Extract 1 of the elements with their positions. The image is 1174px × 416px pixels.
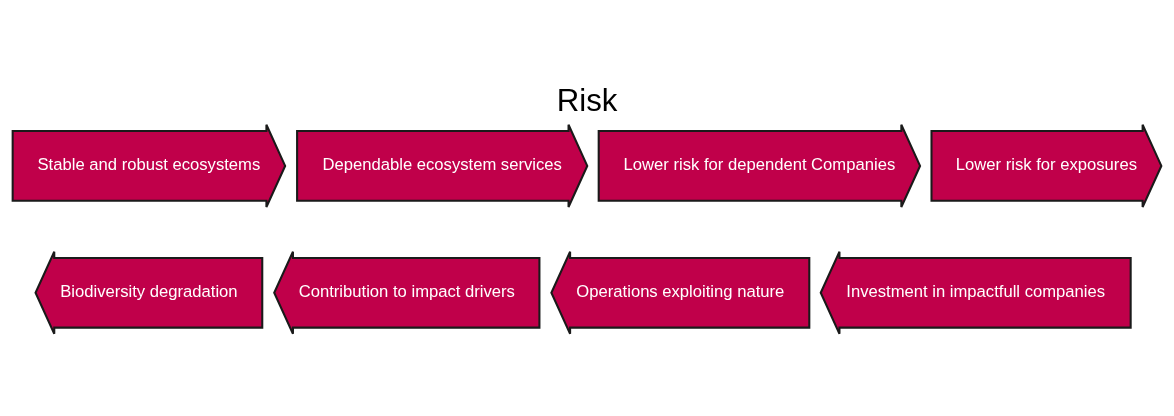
diagram-title: Risk bbox=[556, 83, 618, 119]
